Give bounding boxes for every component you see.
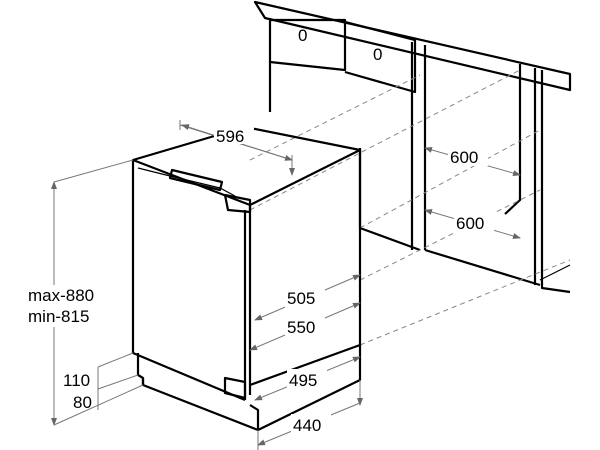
label-plinth-depth: 495 <box>289 371 317 390</box>
label-height-max: max-880 <box>28 286 94 305</box>
door-handle <box>168 168 224 192</box>
dimension-lines <box>51 120 521 450</box>
label-depth-door: 550 <box>287 318 315 337</box>
label-plinth-width: 440 <box>293 416 321 435</box>
dimension-labels: 596 600 600 505 550 495 440 max-880 min-… <box>26 124 494 435</box>
drawer-left <box>269 18 347 72</box>
label-plinth-height: 110 <box>63 371 90 390</box>
label-depth-body: 505 <box>287 289 315 308</box>
label-height-min: min-815 <box>28 307 89 326</box>
drawer-knob-left: 0 <box>298 26 307 45</box>
label-foot-height: 80 <box>73 393 92 412</box>
label-width-top: 596 <box>216 127 244 146</box>
kitchen-cabinet <box>253 0 572 294</box>
label-niche-width: 600 <box>456 214 484 233</box>
drawer-knob-right: 0 <box>373 45 382 64</box>
label-niche-depth: 600 <box>450 148 478 167</box>
